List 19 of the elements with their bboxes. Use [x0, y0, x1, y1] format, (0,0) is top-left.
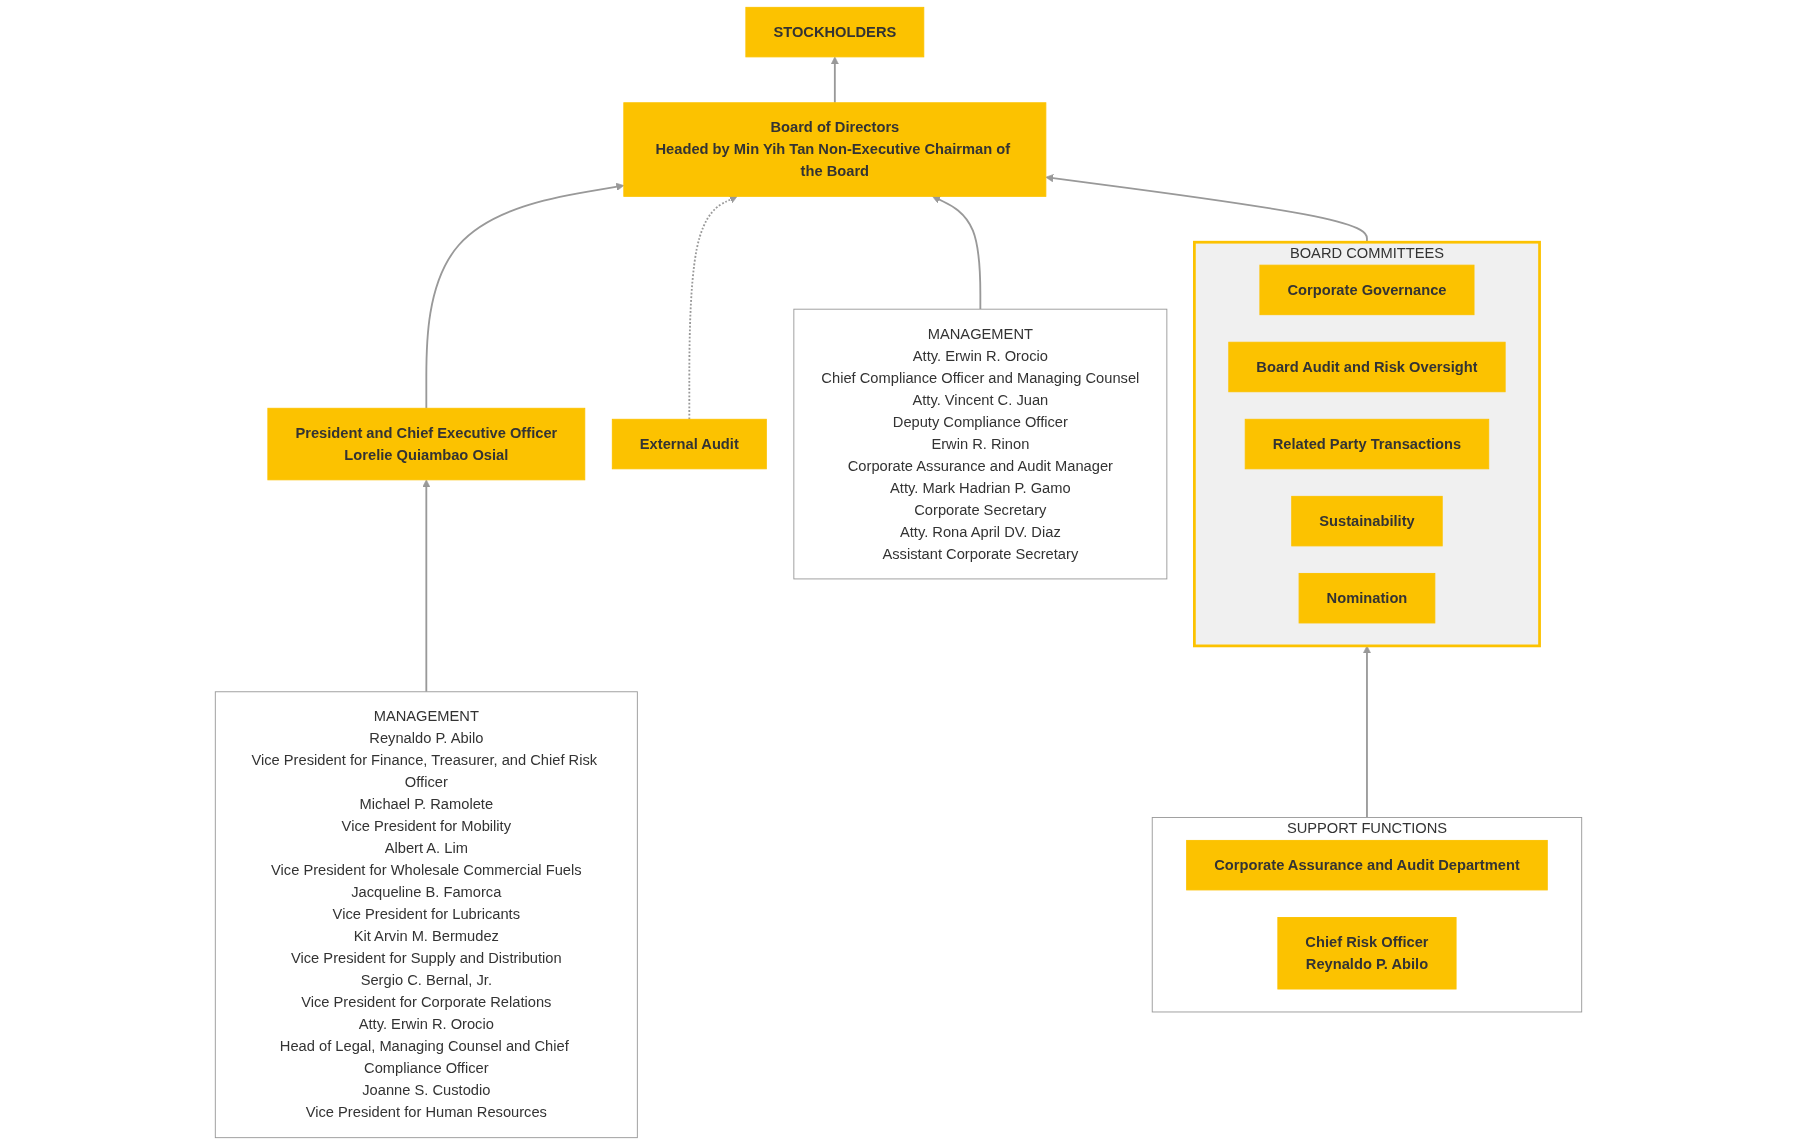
node-box: Board Audit and Risk Oversight: [1228, 341, 1506, 393]
arrow: [422, 479, 431, 693]
node-box: Chief Risk Officer Reynaldo P. Abilo: [1277, 917, 1457, 990]
node-box: MANAGEMENT Reynaldo P. Abilo Vice President for Finance, Treasurer, and Chief Risk Officer Michael P. Ramolete Vice President for Mobility Albert A. Lim Vice President for Wholesale Commercial Fuels Jacqueline B. Famorca Vice President for Lubricants Kit Arvin M. Bermudez Vice President for Supply and Distribution Sergio C. Bernal, Jr. Vice President for Corporate Relations Atty. Erwin R. Orocio Head of Legal, Managing Counsel and Chief Compliance Officer Joanne S. Custodio Vice President for Human Resources: [214, 691, 638, 1139]
node-box: Nomination: [1298, 572, 1436, 624]
node-box: Board of Directors Headed by Min Yih Tan Non-Executive Chairman of the Board: [623, 102, 1047, 197]
node-box: MANAGEMENT Atty. Erwin R. Orocio Chief Compliance Officer and Managing Counsel Atty. Vincent C. Juan Deputy Compliance Officer Erwin R. Rinon Corporate Assurance and Audit Manager Atty. Mark Hadrian P. Gamo Corporate Secretary Atty. Rona April DV. Diaz Assistant Corporate Secretary: [793, 308, 1168, 580]
arrow: [830, 56, 839, 104]
node-box: President and Chief Executive Officer Lorelie Quiambao Osial: [267, 407, 586, 481]
node-box: Corporate Governance: [1259, 264, 1475, 316]
arrow: [688, 195, 738, 421]
node-box: External Audit: [611, 418, 767, 470]
arrow: [425, 182, 625, 410]
node-box: Corporate Assurance and Audit Department: [1186, 839, 1548, 891]
node-box: Related Party Transactions: [1244, 418, 1490, 470]
node-box: STOCKHOLDERS: [745, 6, 925, 58]
arrow: [932, 195, 982, 311]
arrow: [1362, 645, 1371, 819]
node-box: Sustainability: [1291, 495, 1443, 547]
